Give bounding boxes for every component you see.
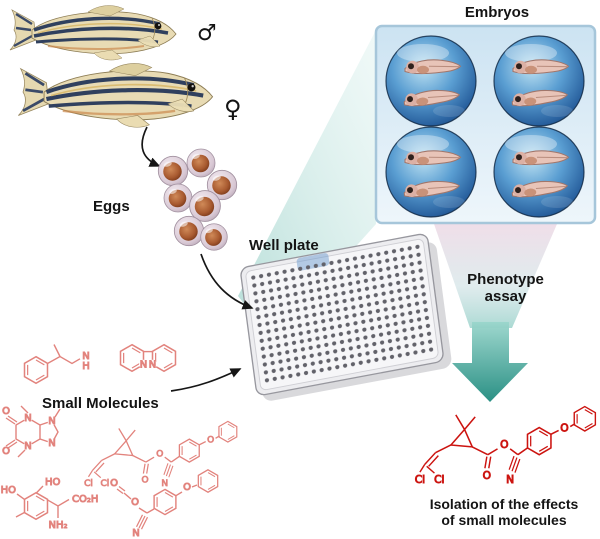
egg: [173, 215, 205, 247]
atom-o: O: [131, 497, 139, 508]
atom-o: O: [110, 478, 118, 489]
embryo-well: [386, 36, 476, 126]
atom-n: N: [48, 438, 55, 449]
embryos-panel: [374, 24, 597, 225]
phenotype-assay-label: Phenotype assay: [448, 271, 563, 306]
embryos-label: Embryos: [464, 4, 530, 21]
molecule-tyrosine: HO HO CO₂H NH₂: [0, 477, 99, 532]
molecule-phenoxy-nitrile: O O N O: [110, 469, 219, 539]
atom-co2h: CO₂H: [72, 494, 98, 505]
egg: [163, 183, 193, 213]
molecule-purine: N N N N O O: [2, 406, 61, 458]
eggs-label: Eggs: [93, 198, 130, 215]
egg: [189, 190, 221, 222]
small-molecules-group: N H N N N N N N O O: [0, 343, 237, 539]
female-symbol: ♀: [224, 95, 242, 123]
arrow-molecules-to-plate: [170, 368, 242, 392]
egg: [157, 155, 189, 187]
phenotype-gradient-band: [434, 224, 557, 328]
eggs-cluster: [157, 148, 238, 251]
arrow-fish-to-eggs: [141, 126, 161, 167]
atom-n: N: [24, 413, 31, 424]
molecule-amine: N H: [23, 344, 90, 385]
egg: [186, 148, 216, 178]
molecule-pyrethroid-red: [415, 407, 596, 486]
egg: [200, 223, 228, 251]
atom-n: N: [24, 441, 31, 452]
atom-n: N: [132, 528, 139, 539]
atom-h: H: [82, 361, 90, 372]
atom-nh2: NH₂: [48, 520, 67, 531]
atom-ho: HO: [1, 485, 17, 496]
female-zebrafish: [18, 63, 212, 127]
embryo-well: [494, 36, 584, 126]
atom-o: O: [183, 482, 191, 493]
workflow-arrows: [141, 126, 254, 392]
embryo-well: [386, 127, 476, 217]
molecule-pyrethroid-pink: [84, 421, 237, 488]
well-plate: [240, 233, 452, 401]
atom-n: N: [48, 416, 55, 427]
embryo-well: [494, 127, 584, 217]
isolation-line1: Isolation of the effects: [429, 496, 579, 512]
atom-o: O: [2, 406, 10, 417]
isolation-label: Isolation of the effects of small molecu…: [413, 496, 595, 528]
atom-n: N: [140, 360, 147, 371]
atom-n: N: [149, 360, 156, 371]
phenotype-assay-line1: Phenotype: [467, 271, 544, 288]
phenotype-arrow: [452, 322, 528, 402]
atom-n: N: [82, 351, 89, 362]
arrow-eggs-to-plate: [200, 253, 254, 310]
atom-ho: HO: [45, 477, 61, 488]
small-molecules-label: Small Molecules: [42, 395, 159, 412]
isolation-line2: of small molecules: [441, 511, 567, 528]
atom-o: O: [2, 446, 10, 457]
phenotype-assay-line2: assay: [484, 287, 527, 305]
plate-wells-grid: [248, 243, 436, 387]
male-symbol: ♂: [197, 21, 217, 46]
male-zebrafish: [8, 3, 178, 62]
molecule-bipyridine: N N: [119, 343, 177, 373]
well-plate-label: Well plate: [249, 237, 319, 254]
